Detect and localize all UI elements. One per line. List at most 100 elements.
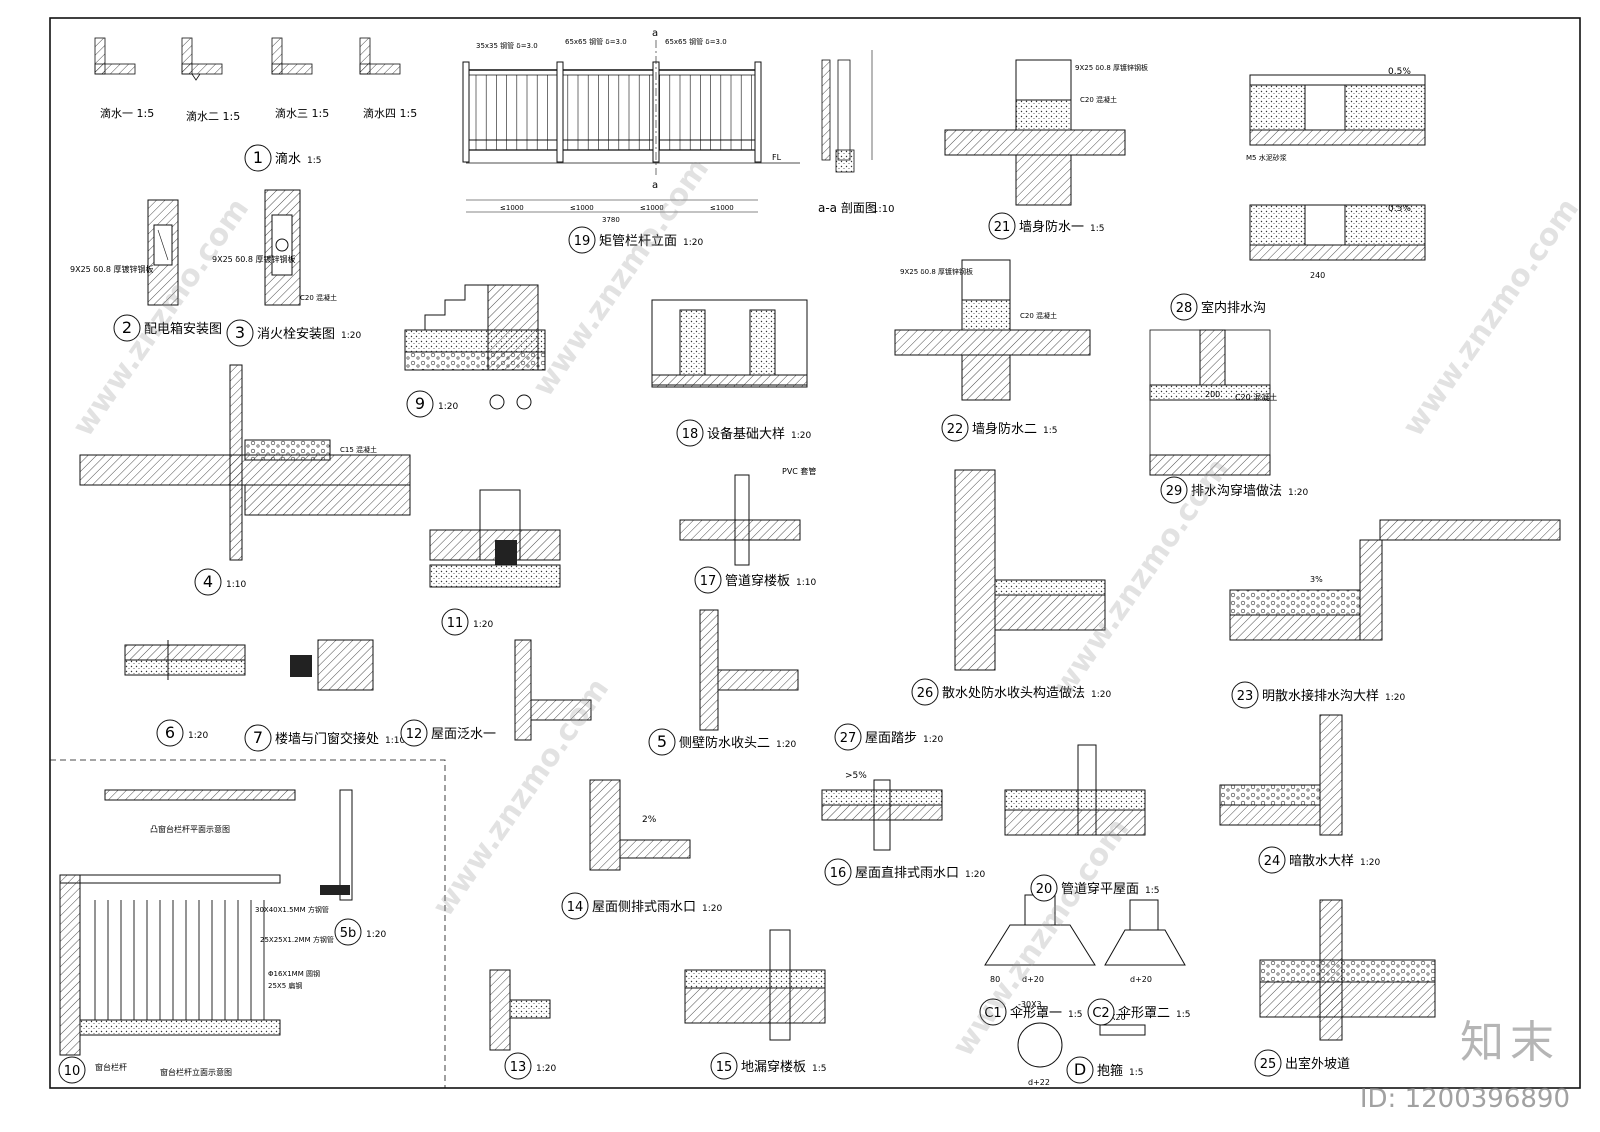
- detail-number-circle: [441, 608, 469, 636]
- detail-29-dim-200: 200: [1205, 390, 1220, 399]
- detail-number: 1: [253, 148, 263, 167]
- detail-12-roof-flashing: [514, 639, 592, 741]
- drip-2-label: 滴水二 1:5: [186, 109, 240, 123]
- rail-dim-4: ≤1000: [710, 204, 734, 212]
- detail-title-text: 明散水接排水沟大样: [1262, 688, 1379, 704]
- detail-4-c15: C15 混凝土: [340, 445, 377, 454]
- detail-29-c20: C20 混凝土: [1235, 392, 1277, 402]
- aa-section: a-a 剖面图 1:10: [818, 50, 894, 215]
- detail-scale: 1:5: [1145, 886, 1159, 896]
- section-mark-bottom: a: [652, 180, 658, 191]
- detail-18-equipment-base: [651, 299, 808, 388]
- detail-title-text: 排水沟穿墙做法: [1191, 483, 1282, 499]
- detail-number-circle: [1030, 874, 1058, 902]
- detail-scale: 1:5: [1090, 224, 1104, 234]
- detail-21-note: 9X25 δ0.8 厚镀锌钢板: [1075, 63, 1148, 72]
- detail-28-slope-2: 0.5%: [1388, 204, 1411, 214]
- detail-scale: 1:5: [307, 156, 321, 166]
- detail-5b-railing-section: [320, 789, 353, 901]
- detail-28-dim-240: 240: [1310, 271, 1325, 280]
- detail-scale: 1:20: [536, 1064, 556, 1074]
- detail-10-boundary: [49, 759, 446, 1089]
- detail-5-side-wall-waterproof: [699, 609, 799, 731]
- detail-28-indoor-drain: 0.5% 0.5% M5 水泥砂浆 240: [1246, 67, 1426, 280]
- detail-number: 27: [840, 731, 857, 746]
- detail-scale: 1:10: [226, 580, 246, 590]
- detail-scale: 1:20: [1360, 858, 1380, 868]
- rail-flat-25x5: 25X5 扁钢: [268, 981, 302, 990]
- detail-title-text: 屋面泛水一: [431, 727, 496, 742]
- detail-title-text: 消火栓安装图: [257, 327, 335, 342]
- detail-number: 14: [567, 900, 584, 915]
- detail-title-text: 地漏穿楼板: [741, 1059, 806, 1075]
- detail-2-electric-box: 9X25 δ0.8 厚镀锌钢板: [70, 199, 179, 306]
- rail-note-mid: 65x65 钢管 δ=3.0: [565, 37, 627, 46]
- aa-section-title: a-a 剖面图: [818, 201, 877, 215]
- detail-title-7: 7 楼墙与门窗交接处 1:10: [244, 724, 405, 752]
- detail-number: 7: [253, 728, 263, 747]
- section-mark-top: a: [652, 28, 658, 39]
- detail-number: 12: [406, 727, 423, 742]
- detail-scale: 1:5: [1176, 1010, 1190, 1020]
- detail-number-circle: [694, 566, 722, 594]
- detail-23-open-apron: 3%: [1229, 519, 1561, 641]
- detail-number: 15: [716, 1060, 733, 1075]
- detail-3-note: 9X25 δ0.8 厚镀锌钢板: [212, 254, 295, 264]
- detail-title-text: 暗散水大样: [1289, 854, 1354, 869]
- detail-scale: 1:5: [1043, 426, 1057, 436]
- detail-19-railing-elevation: a a 35x35 钢管 δ=3.0 65x65 钢管 δ=3.0 65x65 …: [462, 28, 800, 224]
- detail-number: 22: [947, 422, 964, 437]
- detail-number-circle: [194, 568, 222, 596]
- detail-number-circle: [979, 998, 1007, 1026]
- detail-title-text: 屋面踏步: [865, 731, 917, 746]
- detail-26-apron-flashing: [954, 469, 1106, 671]
- detail-10-window-railing: 凸窗台栏杆平面示意图 窗台栏杆立面示意图 窗台栏杆 30X40X1.5MM 方钢…: [59, 789, 334, 1077]
- detail-16-slope: >5%: [845, 771, 867, 781]
- detail-number: 5b: [340, 926, 357, 941]
- detail-13-section: [489, 969, 551, 1051]
- detail-4-section: C15 混凝土: [79, 364, 411, 561]
- detail-scale: 1:10: [385, 736, 405, 746]
- detail-title-text: 伞形罩一: [1010, 1005, 1062, 1021]
- detail-number-circle: [648, 728, 676, 756]
- detail-title-text: 楼墙与门窗交接处: [275, 731, 379, 747]
- detail-scale: 1:20: [965, 870, 985, 880]
- detail-number: 2: [122, 318, 132, 337]
- detail-22-note: 9X25 δ0.8 厚镀锌钢板: [900, 267, 973, 276]
- detail-number: 19: [574, 234, 591, 249]
- detail-title-1: 1 滴水 1:5: [244, 144, 321, 172]
- detail-number-circle: [710, 1052, 738, 1080]
- detail-title-text: 管道穿平屋面: [1061, 881, 1139, 897]
- brand-logo: 知末: [1460, 1017, 1560, 1068]
- detail-number-circle: [911, 678, 939, 706]
- detail-number-circle: [156, 719, 184, 747]
- rail-dim-3: ≤1000: [640, 204, 664, 212]
- rail-plan-label: 凸窗台栏杆平面示意图: [150, 824, 230, 834]
- detail-number-circle: [1170, 293, 1198, 321]
- detail-scale: 1:20: [923, 735, 943, 745]
- detail-14-side-roof-drain: 2%: [589, 779, 691, 871]
- detail-title-text: 管道穿楼板: [725, 573, 790, 589]
- detail-title-text: 滴水: [275, 151, 301, 167]
- rail-25x25: 25X25X1.2MM 方钢管: [260, 935, 334, 944]
- detail-number: 21: [994, 220, 1011, 235]
- detail-scale: 1:20: [438, 402, 458, 412]
- detail-2-note: 9X25 δ0.8 厚镀锌钢板: [70, 264, 153, 274]
- detail-number: 6: [165, 723, 175, 742]
- rail-post: [556, 61, 564, 163]
